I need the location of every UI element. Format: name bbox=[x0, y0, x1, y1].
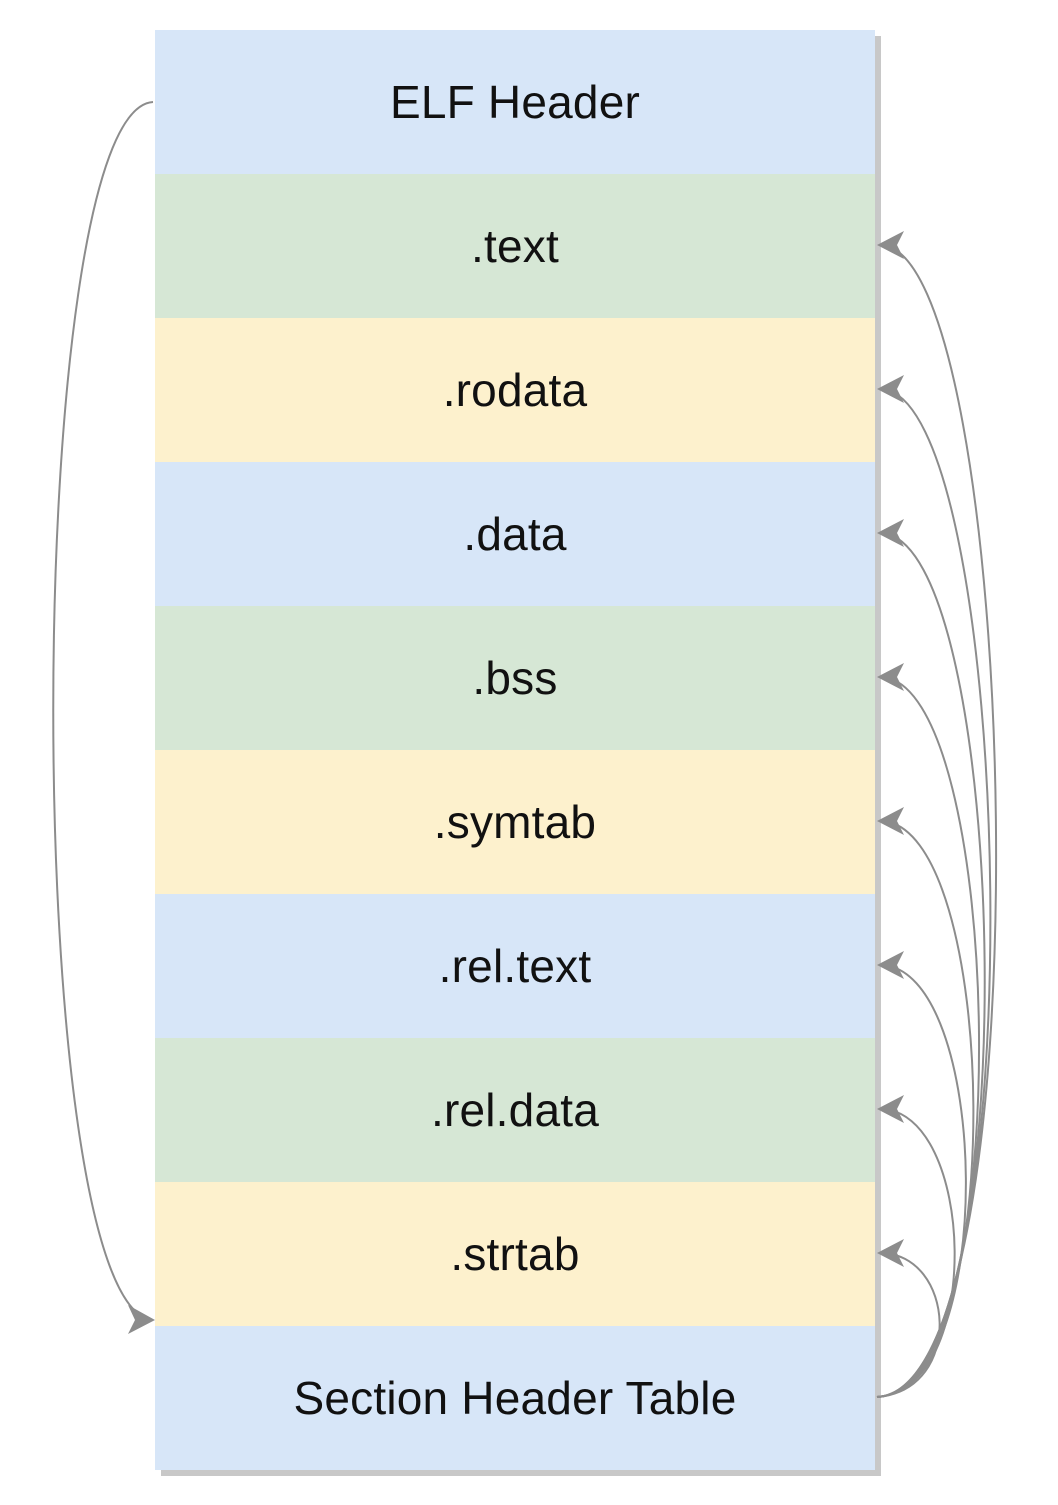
section-data: .data bbox=[155, 462, 875, 606]
section-label: .data bbox=[463, 508, 567, 560]
arrow-to-rel-text bbox=[876, 964, 967, 1398]
arrow-to-rodata bbox=[876, 388, 992, 1398]
section-text: .text bbox=[155, 174, 875, 318]
arrowhead-icon bbox=[877, 231, 904, 259]
arrowhead-icon bbox=[877, 1095, 904, 1123]
elf-layout-stack: ELF Header .text .rodata .data .bss .sym… bbox=[155, 30, 875, 1470]
section-header-table: Section Header Table bbox=[155, 1326, 875, 1470]
arrowhead-icon bbox=[877, 375, 904, 403]
arrowheads bbox=[877, 231, 904, 1267]
arrow-to-text bbox=[876, 244, 998, 1398]
sht-to-sections-arrows bbox=[876, 244, 998, 1398]
section-rel-text: .rel.text bbox=[155, 894, 875, 1038]
arrowhead-icon bbox=[877, 951, 904, 979]
arrow-to-bss bbox=[876, 676, 980, 1398]
arrowhead-icon bbox=[877, 519, 904, 547]
section-rel-data: .rel.data bbox=[155, 1038, 875, 1182]
arrowhead-icon bbox=[877, 1239, 904, 1267]
section-label: .rodata bbox=[442, 364, 588, 416]
elf-header-to-sht-arrow bbox=[52, 101, 154, 1321]
section-label: Section Header Table bbox=[293, 1372, 737, 1424]
arrowhead-icon bbox=[877, 807, 904, 835]
arrow-to-data bbox=[876, 532, 986, 1398]
section-label: ELF Header bbox=[389, 76, 640, 128]
section-symtab: .symtab bbox=[155, 750, 875, 894]
section-strtab: .strtab bbox=[155, 1182, 875, 1326]
arrow-to-strtab bbox=[876, 1252, 941, 1398]
arrow-to-rel-data bbox=[876, 1108, 956, 1398]
section-rodata: .rodata bbox=[155, 318, 875, 462]
section-label: .text bbox=[471, 220, 559, 272]
section-label: .strtab bbox=[450, 1228, 580, 1280]
section-label: .symtab bbox=[433, 796, 597, 848]
arrowhead-icon bbox=[128, 1305, 155, 1334]
section-bss: .bss bbox=[155, 606, 875, 750]
section-label: .rel.data bbox=[430, 1084, 599, 1136]
section-label: .bss bbox=[472, 652, 558, 704]
arrow-to-symtab bbox=[876, 820, 975, 1398]
arrowhead-icon bbox=[877, 663, 904, 691]
section-label: .rel.text bbox=[438, 940, 592, 992]
section-elf-header: ELF Header bbox=[155, 30, 875, 174]
